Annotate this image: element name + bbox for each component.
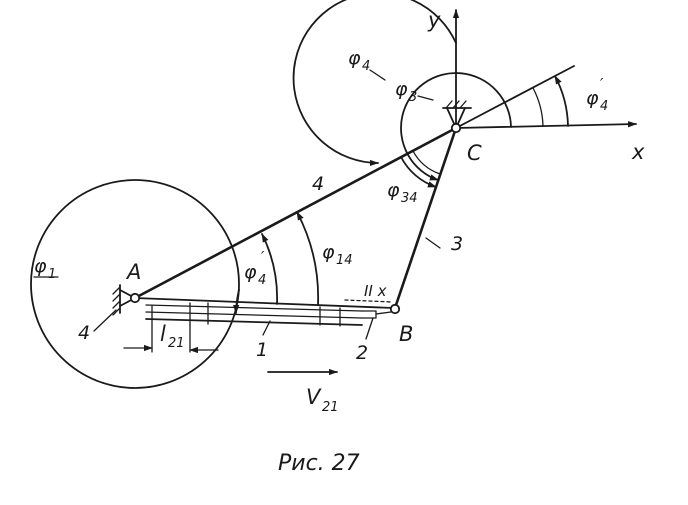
label-link-1: 1 <box>256 339 268 361</box>
x-axis <box>455 121 637 129</box>
svg-text:φ: φ <box>395 78 408 100</box>
label-x: x <box>631 140 645 164</box>
label-a: A <box>125 260 141 284</box>
label-y: y <box>427 8 441 32</box>
label-phi4-top: φ 4 <box>348 47 370 74</box>
slider-line-bottom <box>145 318 363 326</box>
label-ground-4: 4 <box>78 322 90 344</box>
arc-phi4-prime-right <box>554 75 569 127</box>
arc-phi4-prime-right-inner <box>532 87 544 127</box>
label-phi34: φ 34 <box>387 179 418 206</box>
slider-tip-rod <box>375 311 392 315</box>
label-phi3: φ 3 <box>395 78 417 105</box>
label-b: B <box>399 322 413 346</box>
arc-phi4-prime-mid <box>261 233 278 305</box>
leader-link-3 <box>425 237 441 249</box>
joint-b <box>389 303 401 315</box>
label-link-4: 4 <box>312 173 324 195</box>
svg-text:4: 4 <box>600 99 608 114</box>
parallel-x-guide <box>344 299 393 303</box>
svg-text:3: 3 <box>409 90 417 105</box>
label-parallel-x: II x <box>364 282 387 300</box>
label-phi14: φ 14 <box>322 241 353 268</box>
arc-phi3 <box>400 72 512 181</box>
slider-tip <box>361 310 377 319</box>
arc-phi34-inner <box>412 150 441 175</box>
link-4 <box>133 126 458 300</box>
label-phi1: φ 1 <box>34 255 56 282</box>
arc-phi14 <box>296 211 320 306</box>
leader-phi3 <box>417 95 434 101</box>
svg-text:φ: φ <box>34 255 47 277</box>
circle-phi1 <box>30 179 240 389</box>
svg-text:4: 4 <box>258 273 266 288</box>
svg-text:34: 34 <box>401 191 418 206</box>
svg-text:φ: φ <box>348 47 361 69</box>
figure-caption: Рис. 27 <box>278 451 360 476</box>
svg-text:′: ′ <box>261 248 265 266</box>
slider-line-top <box>134 297 394 309</box>
svg-text:φ: φ <box>322 241 335 263</box>
svg-text:4: 4 <box>362 59 370 74</box>
svg-text:21: 21 <box>322 400 339 415</box>
arc-phi34 <box>400 156 437 188</box>
svg-text:φ: φ <box>244 261 257 283</box>
svg-text:′: ′ <box>600 75 604 93</box>
label-link-2: 2 <box>356 342 368 364</box>
label-link-3: 3 <box>451 233 463 255</box>
link-3 <box>393 126 458 310</box>
leader-link-1 <box>262 320 271 336</box>
slider-line-upper <box>145 304 363 312</box>
leader-phi4 <box>369 69 386 81</box>
leader-ground-4 <box>93 309 117 332</box>
label-c: C <box>467 141 482 165</box>
slider-line-lower <box>145 311 363 319</box>
label-v21: V 21 <box>306 385 339 415</box>
svg-text:φ: φ <box>586 87 599 109</box>
svg-text:φ: φ <box>387 179 400 201</box>
svg-text:21: 21 <box>168 336 185 351</box>
svg-text:V: V <box>306 385 322 409</box>
label-phi4-prime-mid: φ 4 ′ <box>244 248 266 288</box>
label-l21: l 21 <box>160 322 185 351</box>
svg-text:l: l <box>160 322 166 346</box>
label-phi4-prime-right: φ 4 ′ <box>586 75 608 114</box>
svg-text:14: 14 <box>336 253 353 268</box>
leader-link-2 <box>365 317 374 340</box>
joint-c <box>450 122 462 134</box>
arc-phi1-bottom <box>232 289 240 314</box>
joint-a <box>129 292 141 304</box>
arc-phi4-big <box>292 0 457 167</box>
svg-text:1: 1 <box>48 267 56 282</box>
